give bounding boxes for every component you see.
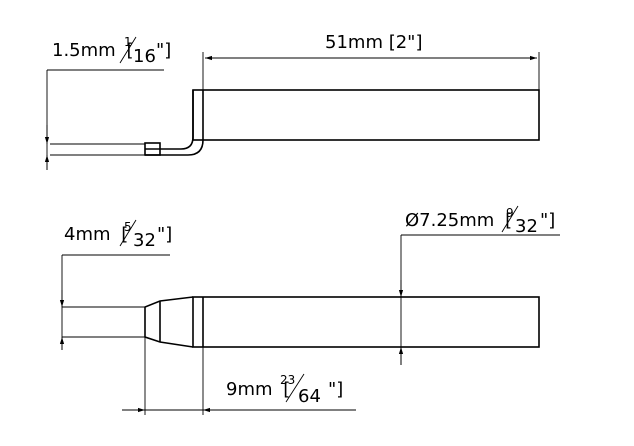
taper-frac-den: 64: [298, 386, 321, 407]
length-label: 51mm [2"]: [325, 32, 422, 53]
diameter-frac-slash: [501, 205, 519, 233]
thickness-frac-num: 1: [124, 35, 132, 49]
thickness-frac-den: 16: [133, 46, 156, 67]
diameter-frac-num: 9: [506, 206, 514, 220]
tip-body-top: [192, 296, 540, 348]
tip-bent-neck: [145, 90, 194, 150]
taper-frac-slash: [285, 373, 305, 403]
tip-bent-neck-inner: [145, 90, 204, 156]
tip-width-frac-slash: [119, 219, 137, 247]
bottom-view: 4mm [ 5 32 "] Ø7.25mm [ 9 32 "] 9mm [ 23: [59, 205, 560, 415]
taper-label: 9mm [: [226, 379, 290, 400]
thickness-suffix: "]: [156, 40, 171, 61]
tip-width-frac-num: 5: [124, 220, 132, 234]
diameter-suffix: "]: [540, 210, 555, 231]
diameter-frac-den: 32: [515, 216, 538, 237]
tip-width-label: 4mm [: [64, 224, 128, 245]
tip-width-frac-den: 32: [133, 230, 156, 251]
tip-flat-end: [144, 142, 161, 156]
tip-width-suffix: "]: [157, 224, 172, 245]
tip-body-side: [192, 89, 540, 141]
thickness-frac-slash: [119, 36, 137, 64]
thickness-label: 1.5mm [: [52, 40, 133, 61]
tip-taper: [144, 296, 194, 348]
top-view: 1.5mm [ 1 16 "] 51mm [2"]: [44, 32, 540, 170]
taper-suffix: "]: [328, 379, 343, 400]
diameter-label: Ø7.25mm [: [405, 210, 512, 231]
taper-frac-num: 23: [280, 373, 295, 387]
